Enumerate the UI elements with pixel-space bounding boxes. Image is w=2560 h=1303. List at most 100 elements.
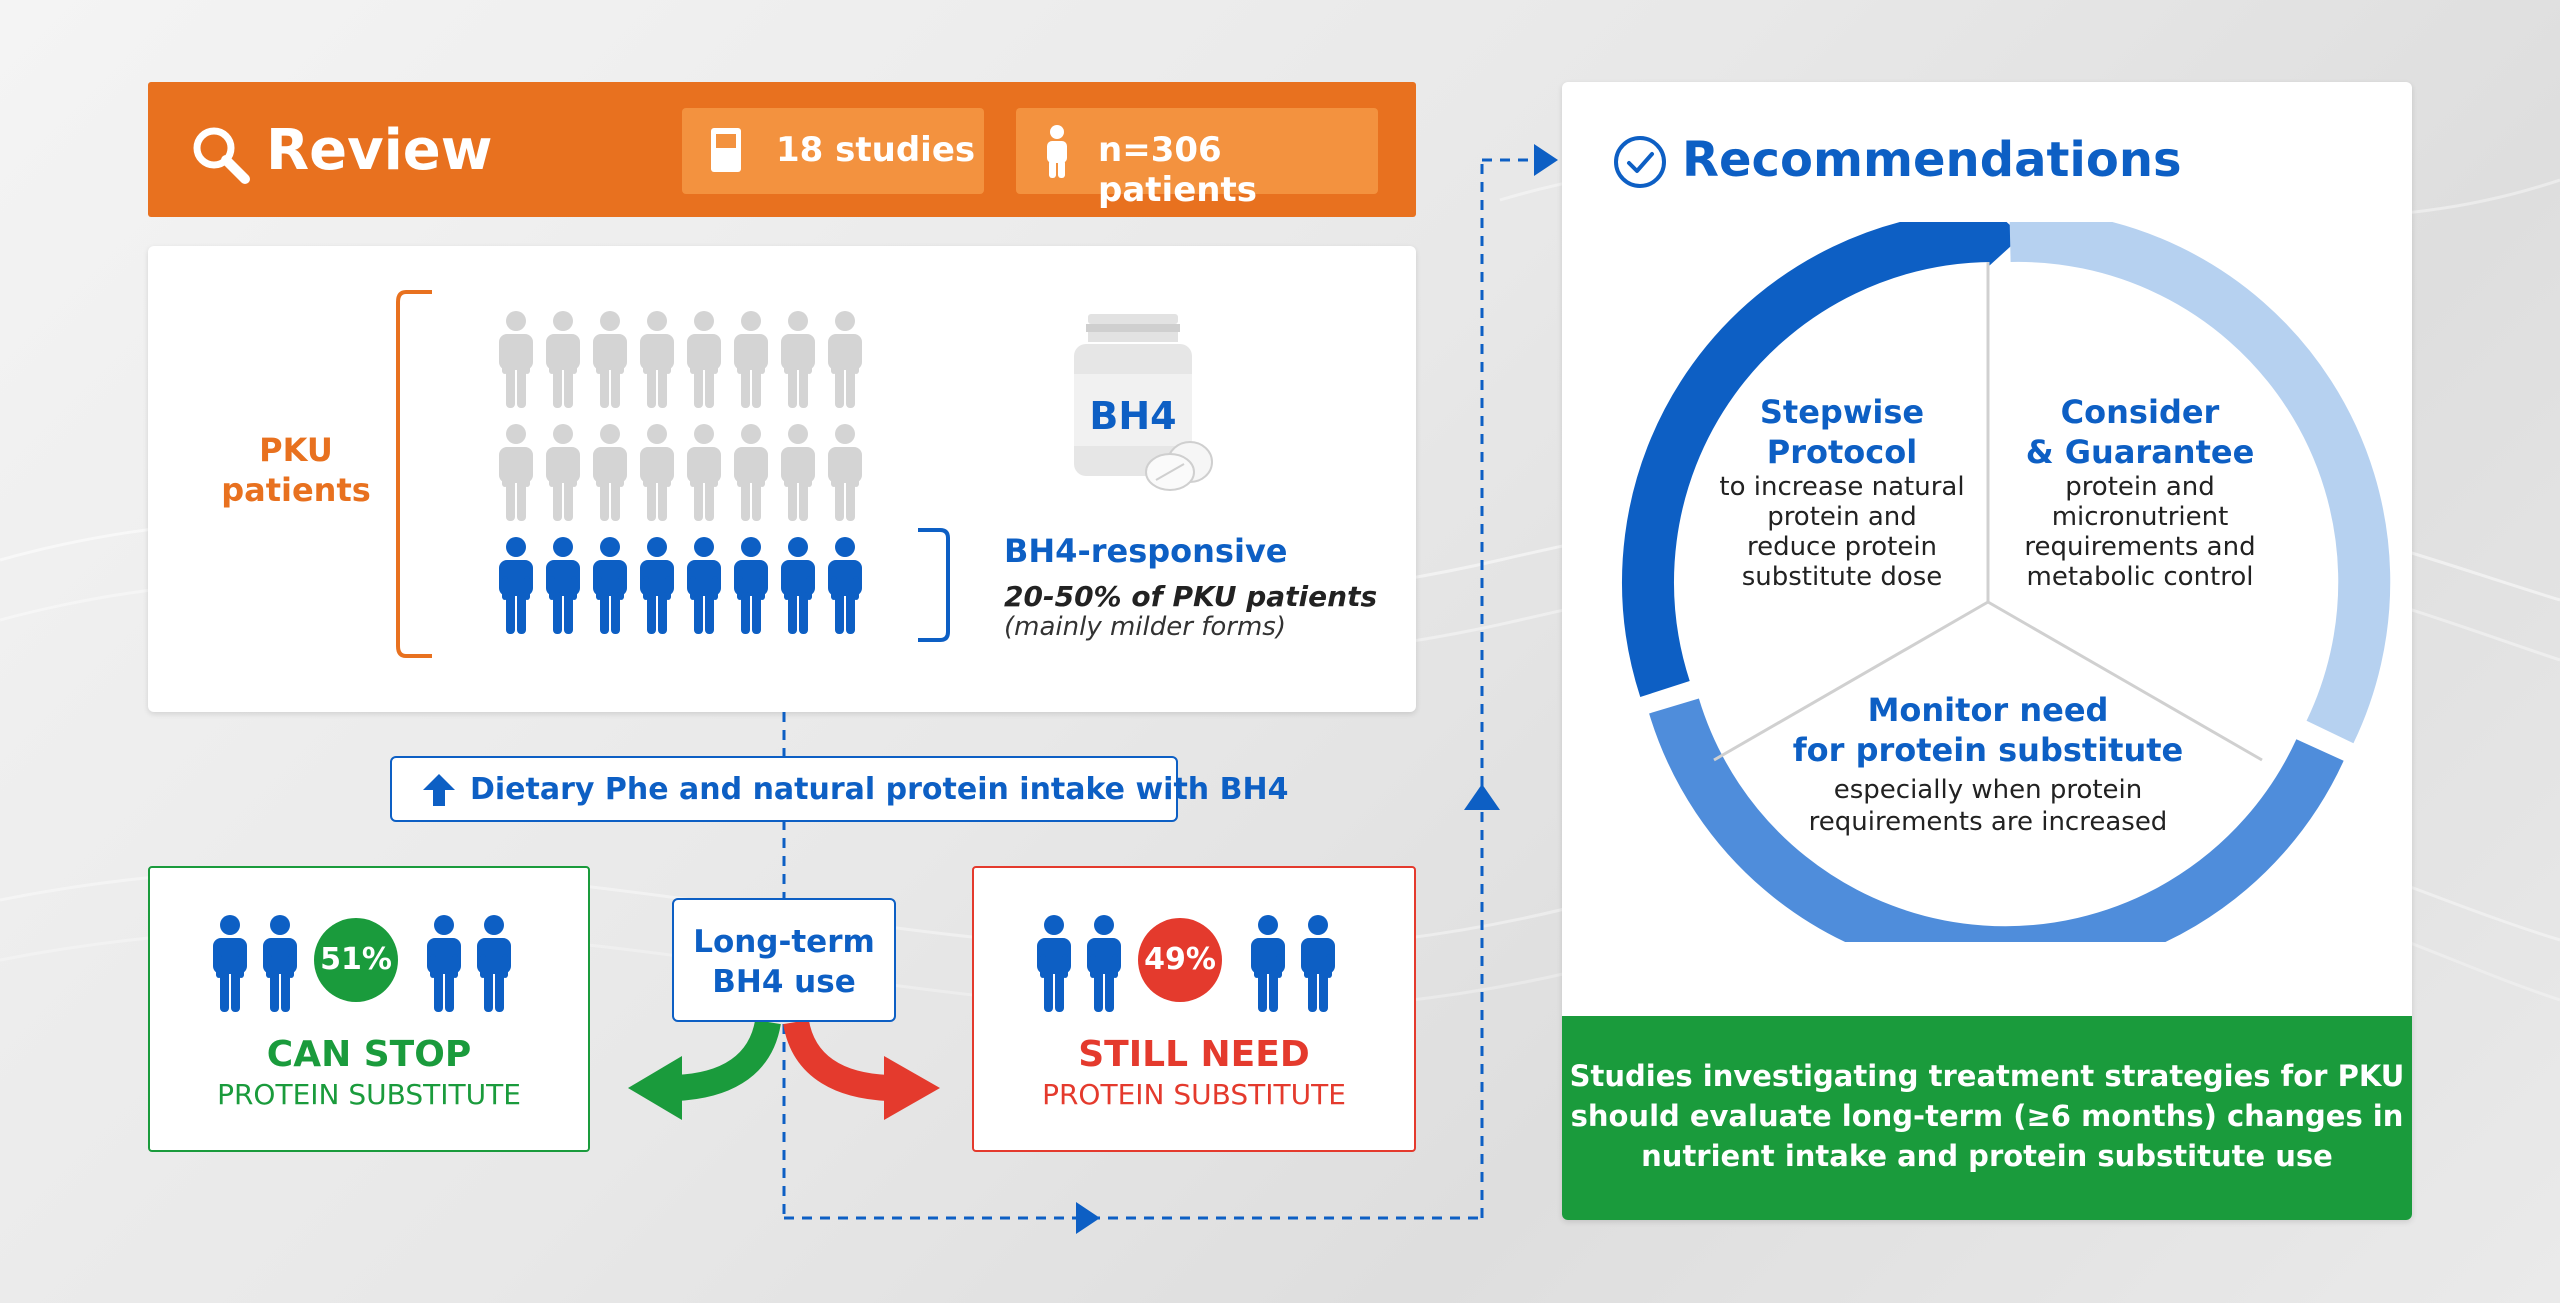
consider-section: Consider & Guarantee protein and micronu… — [1990, 392, 2290, 592]
bh4-pill-label: BH4 — [1089, 394, 1177, 438]
person-icon — [1251, 915, 1285, 1012]
cycle-segment-consider — [2009, 222, 2391, 744]
recommendations-card: Recommendations Stepwise Protocol to inc… — [1562, 82, 2412, 1220]
can-stop-people — [210, 914, 530, 1024]
person-icon — [781, 424, 815, 521]
person-icon — [546, 424, 580, 521]
conclusion-line3: nutrient intake and protein substitute u… — [1641, 1139, 2333, 1173]
studies-badge: 18 studies — [682, 108, 984, 194]
person-icon — [499, 537, 533, 634]
longterm-box: Long-term BH4 use — [672, 898, 896, 1022]
person-icon — [640, 311, 674, 408]
monitor-body-1: especially when protein — [1833, 775, 2143, 805]
stepwise-body-1: to increase natural — [1719, 472, 1965, 502]
review-title: Review — [266, 118, 493, 183]
arrow-up-icon — [423, 774, 455, 806]
studies-label: 18 studies — [776, 130, 976, 170]
consider-body-3: requirements and — [2024, 532, 2256, 562]
still-need-card: 49% STILL NEED PROTEIN SUBSTITUTE — [972, 866, 1416, 1152]
search-icon — [193, 127, 250, 184]
patients-label: n=306 patients — [1098, 130, 1257, 210]
person-icon — [593, 311, 627, 408]
monitor-body-2: requirements are increased — [1808, 807, 2168, 837]
book-icon — [711, 128, 741, 172]
person-icon — [1301, 915, 1335, 1012]
still-need-pct-badge: 49% — [1138, 918, 1222, 1002]
conclusion-line1: Studies investigating treatment strategi… — [1569, 1059, 2405, 1093]
can-stop-pct-badge: 51% — [314, 918, 398, 1002]
person-icon — [687, 311, 721, 408]
person-icon — [1087, 915, 1121, 1012]
person-icon — [546, 537, 580, 634]
person-icon — [427, 915, 461, 1012]
person-icon — [781, 537, 815, 634]
pku-card: PKU patients BH4 BH4-responsive 20-50% o… — [148, 246, 1416, 712]
bh4-bottle-icon — [1074, 314, 1213, 491]
person-icon — [828, 537, 862, 634]
person-icon — [734, 311, 768, 408]
person-icon — [687, 424, 721, 521]
person-icon — [593, 424, 627, 521]
person-icon — [1037, 915, 1071, 1012]
responsive-bracket — [918, 528, 950, 642]
person-icon — [734, 537, 768, 634]
conclusion-line2: should evaluate long-term (≥6 months) ch… — [1570, 1099, 2404, 1133]
can-stop-pct: 51% — [320, 942, 392, 977]
person-icon — [1047, 125, 1067, 178]
person-icon — [499, 424, 533, 521]
cycle-segment-monitor — [1649, 698, 2344, 942]
conclusion-banner: Studies investigating treatment strategi… — [1562, 1016, 2412, 1220]
check-circle-icon — [1614, 136, 1666, 188]
can-stop-subtitle: PROTEIN SUBSTITUTE — [217, 1078, 521, 1111]
consider-title-line1: Consider — [2060, 393, 2220, 431]
person-icon — [640, 537, 674, 634]
stepwise-title-line2: Protocol — [1766, 433, 1918, 471]
person-icon — [828, 424, 862, 521]
responsive-note: (mainly milder forms) — [1004, 612, 1286, 642]
person-icon — [640, 424, 674, 521]
intake-banner: Dietary Phe and natural protein intake w… — [390, 756, 1288, 822]
stepwise-body-4: substitute dose — [1741, 562, 1943, 592]
longterm-line1: Long-term — [693, 924, 875, 960]
person-icon — [263, 915, 297, 1012]
pku-label-line1: PKU — [259, 431, 333, 469]
split-arrows — [628, 1019, 940, 1120]
review-header: Review 18 studies n=306 patients — [148, 82, 1416, 217]
person-icon — [781, 311, 815, 408]
stepwise-body-2: protein and — [1767, 502, 1917, 532]
can-stop-title: CAN STOP — [266, 1034, 472, 1075]
cycle-segment-stepwise — [1622, 222, 1993, 698]
stepwise-body-3: reduce protein — [1746, 532, 1938, 562]
person-icon — [213, 915, 247, 1012]
responsive-title: BH4-responsive — [1004, 532, 1288, 570]
consider-body-2: micronutrient — [2051, 502, 2229, 532]
consider-body-4: metabolic control — [2026, 562, 2254, 592]
recommendation-cycle — [1622, 222, 2391, 942]
still-need-people — [1034, 914, 1354, 1024]
person-icon — [546, 311, 580, 408]
pku-label: PKU patients — [208, 430, 384, 510]
people-grid — [496, 310, 896, 650]
responsive-percentage: 20-50% of PKU patients — [1004, 580, 1378, 613]
monitor-title-line1: Monitor need — [1867, 691, 2109, 729]
recommendations-title: Recommendations — [1682, 132, 2182, 188]
stepwise-title-line1: Stepwise — [1759, 393, 1925, 431]
pku-label-line2: patients — [221, 471, 371, 509]
consider-title-line2: & Guarantee — [2025, 433, 2255, 471]
intake-banner-text: Dietary Phe and natural protein intake w… — [470, 772, 1289, 807]
still-need-title: STILL NEED — [1078, 1034, 1310, 1075]
pku-bracket — [396, 290, 432, 658]
person-icon — [687, 537, 721, 634]
consider-body-1: protein and — [2065, 472, 2215, 502]
person-icon — [499, 311, 533, 408]
longterm-line2: BH4 use — [712, 964, 856, 1000]
person-icon — [593, 537, 627, 634]
monitor-title-line2: for protein substitute — [1792, 731, 2184, 769]
monitor-section: Monitor need for protein substitute espe… — [1738, 690, 2238, 838]
person-icon — [828, 311, 862, 408]
person-icon — [477, 915, 511, 1012]
still-need-subtitle: PROTEIN SUBSTITUTE — [1042, 1078, 1346, 1111]
patients-badge: n=306 patients — [1016, 108, 1378, 210]
stepwise-section: Stepwise Protocol to increase natural pr… — [1692, 392, 1992, 592]
person-icon — [734, 424, 768, 521]
